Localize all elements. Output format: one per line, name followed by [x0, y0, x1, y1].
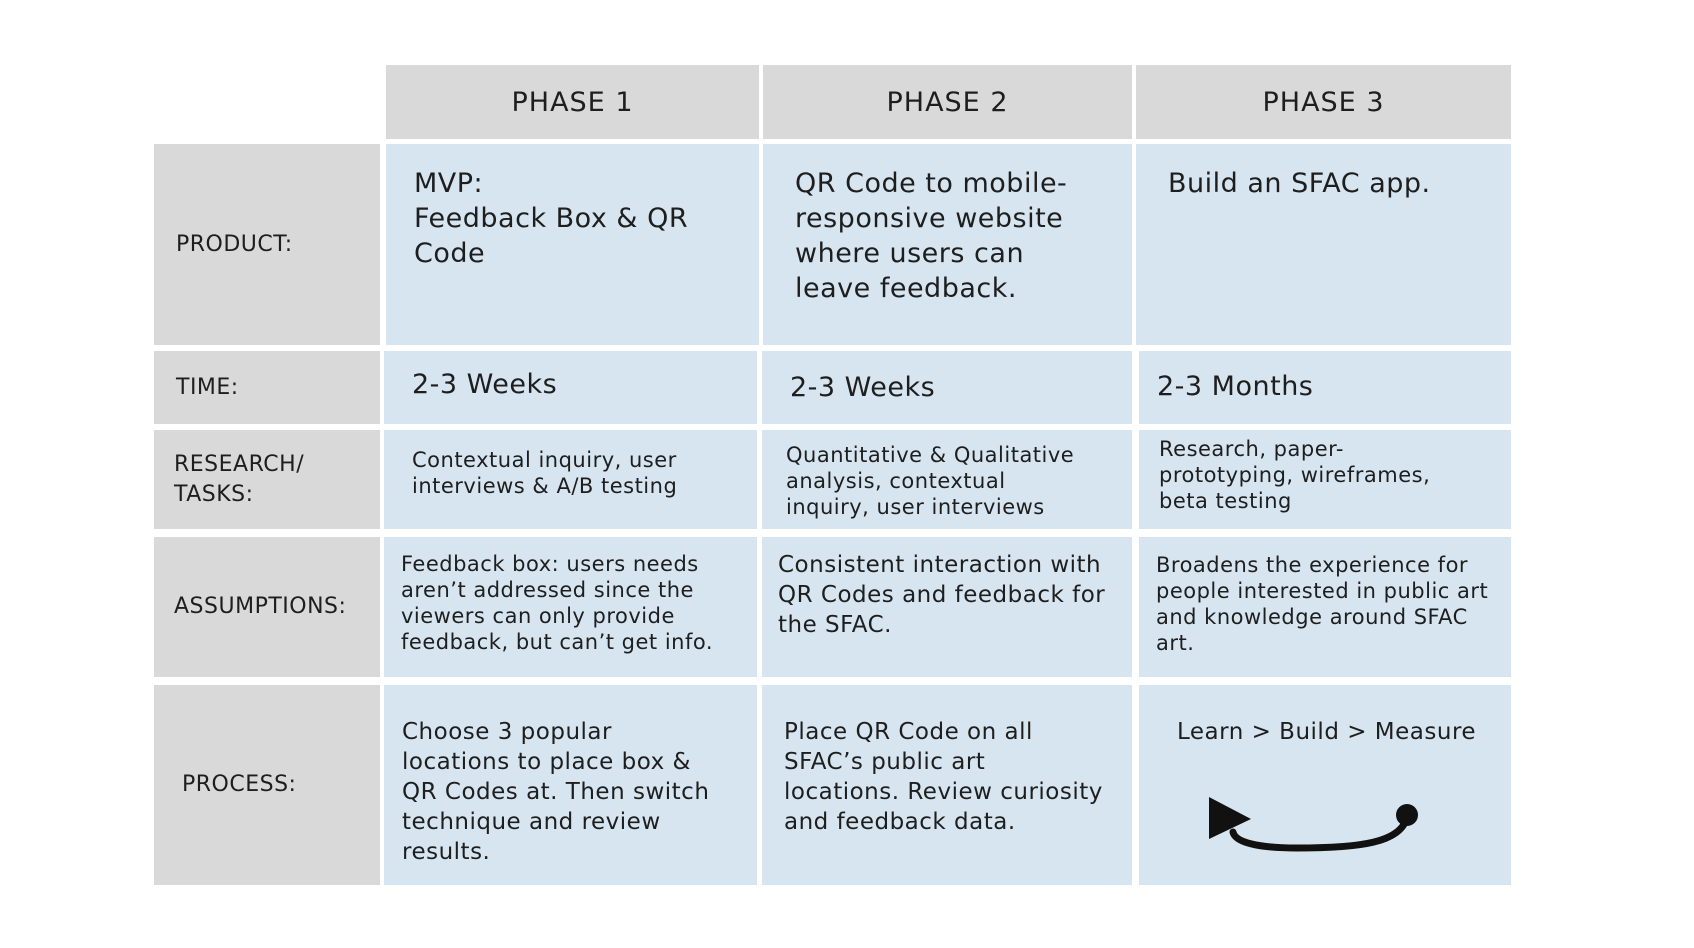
- cell-product-phase-2: QR Code to mobile- responsive website wh…: [763, 144, 1132, 345]
- cell-assumptions-phase-3: Broadens the experience for people inter…: [1139, 537, 1511, 677]
- cell-time-phase-1: 2-3 Weeks: [384, 351, 757, 424]
- cell-product-phase-1: MVP: Feedback Box & QR Code: [386, 144, 759, 345]
- cell-process-phase-3-text: Learn > Build > Measure: [1177, 719, 1477, 745]
- cell-process-phase-1-text: Choose 3 popular locations to place box …: [402, 719, 710, 865]
- cell-assumptions-phase-1: Feedback box: users needs aren’t address…: [384, 537, 757, 677]
- cell-time-phase-2-text: 2-3 Weeks: [790, 372, 936, 403]
- row-label-process: PROCESS:: [154, 685, 380, 885]
- row-label-assumptions: ASSUMPTIONS:: [154, 537, 380, 677]
- header-phase-3: PHASE 3: [1136, 65, 1511, 139]
- row-label-assumptions-text: ASSUMPTIONS:: [174, 594, 347, 619]
- cell-assumptions-phase-3-text: Broadens the experience for people inter…: [1156, 553, 1489, 655]
- cell-time-phase-2: 2-3 Weeks: [762, 351, 1132, 424]
- row-label-time-text: TIME:: [176, 374, 239, 400]
- cell-product-phase-3-text: Build an SFAC app.: [1168, 168, 1431, 199]
- header-phase-3-label: PHASE 3: [1262, 86, 1385, 118]
- cell-assumptions-phase-2: Consistent interaction with QR Codes and…: [762, 537, 1132, 677]
- cell-research-phase-2: Quantitative & Qualitative analysis, con…: [762, 430, 1132, 529]
- cell-assumptions-phase-1-text: Feedback box: users needs aren’t address…: [401, 552, 714, 654]
- cell-assumptions-phase-2-text: Consistent interaction with QR Codes and…: [778, 552, 1106, 638]
- cell-product-phase-3: Build an SFAC app.: [1136, 144, 1511, 345]
- cell-time-phase-1-text: 2-3 Weeks: [412, 369, 558, 400]
- cell-research-phase-1-text: Contextual inquiry, user interviews & A/…: [412, 448, 678, 498]
- cell-process-phase-3: Learn > Build > Measure: [1139, 685, 1511, 885]
- row-label-product: PRODUCT:: [154, 144, 380, 345]
- cell-process-phase-2: Place QR Code on all SFAC’s public art l…: [762, 685, 1132, 885]
- cell-process-phase-2-text: Place QR Code on all SFAC’s public art l…: [784, 719, 1103, 835]
- row-label-time: TIME:: [154, 351, 380, 424]
- cell-research-phase-3: Research, paper- prototyping, wireframes…: [1139, 430, 1511, 529]
- loop-back-arrow-icon: [1209, 797, 1418, 852]
- cell-research-phase-2-text: Quantitative & Qualitative analysis, con…: [786, 443, 1075, 519]
- header-phase-1: PHASE 1: [386, 65, 759, 139]
- cell-research-phase-1: Contextual inquiry, user interviews & A/…: [384, 430, 757, 529]
- cell-product-phase-2-text: QR Code to mobile- responsive website wh…: [795, 168, 1068, 304]
- cell-time-phase-3: 2-3 Months: [1139, 351, 1511, 424]
- cell-time-phase-3-text: 2-3 Months: [1157, 371, 1314, 402]
- row-label-product-text: PRODUCT:: [176, 231, 293, 257]
- header-phase-2-label: PHASE 2: [886, 86, 1009, 118]
- row-label-research-tasks: RESEARCH/ TASKS:: [154, 430, 380, 529]
- cell-product-phase-1-text: MVP: Feedback Box & QR Code: [414, 168, 689, 269]
- header-phase-1-label: PHASE 1: [511, 86, 634, 118]
- cell-research-phase-3-text: Research, paper- prototyping, wireframes…: [1159, 437, 1431, 513]
- cell-process-phase-1: Choose 3 popular locations to place box …: [384, 685, 757, 885]
- header-phase-2: PHASE 2: [763, 65, 1132, 139]
- row-label-process-text: PROCESS:: [182, 772, 297, 797]
- row-label-research-tasks-text: RESEARCH/ TASKS:: [174, 451, 305, 507]
